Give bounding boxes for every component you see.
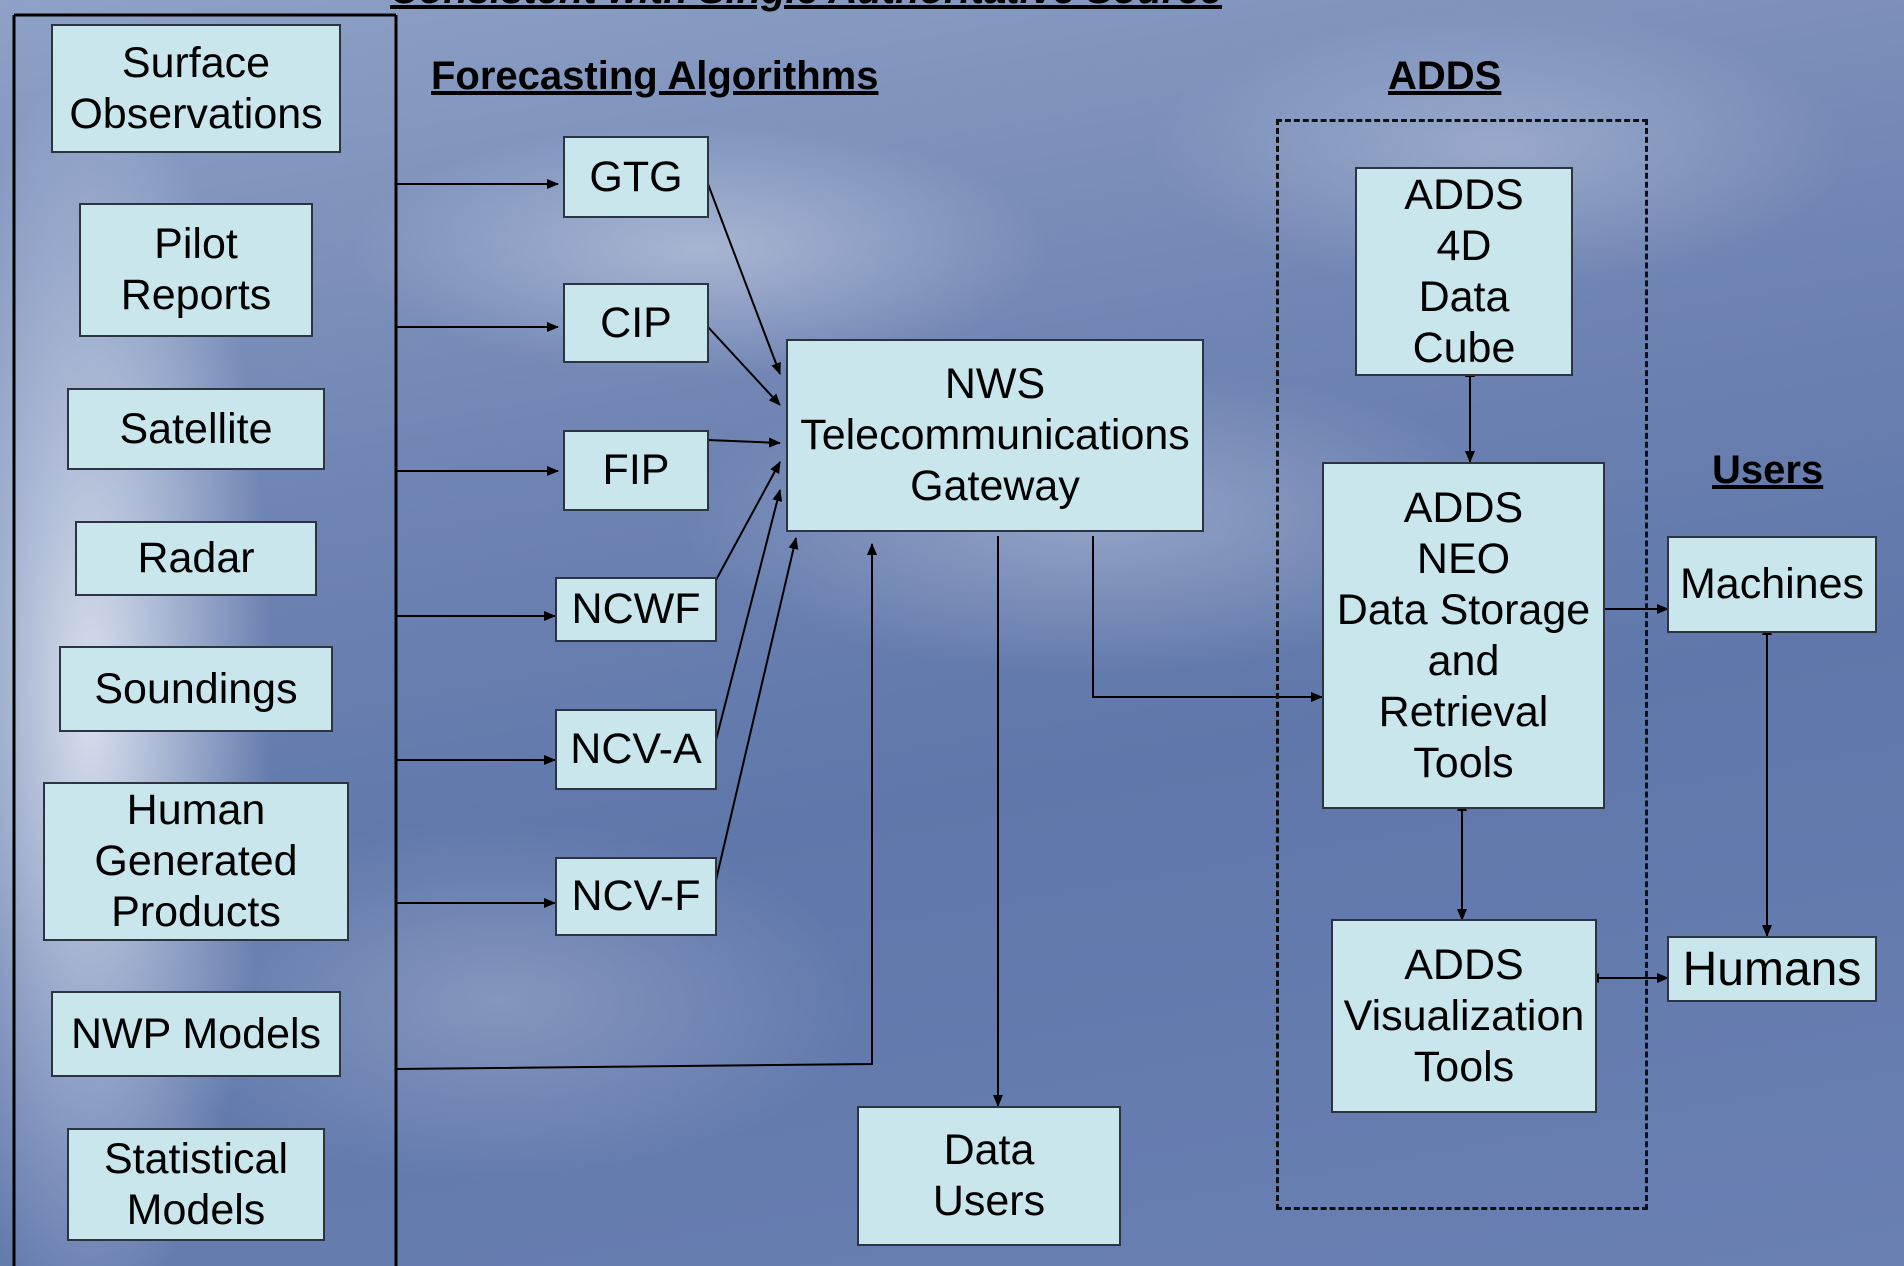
nws-telecommunications-gateway: NWS Telecommunications Gateway [786,339,1204,532]
source-soundings: Soundings [59,646,333,732]
source-satellite: Satellite [67,388,325,470]
data-users: Data Users [857,1106,1121,1246]
users-humans: Humans [1667,936,1877,1002]
algorithm-ncv-f: NCV-F [555,857,717,936]
gtg-to-gateway-arrow [707,183,781,375]
users-machines: Machines [1667,536,1877,633]
source-statistical-models: Statistical Models [67,1128,325,1241]
algorithm-cip: CIP [563,283,709,363]
adds-4d-data-cube: ADDS 4D Data Cube [1355,167,1573,376]
algorithm-fip: FIP [563,430,709,511]
adds-visualization-tools: ADDS Visualization Tools [1331,919,1597,1113]
ncwf-to-gateway-arrow [715,461,781,581]
users-heading: Users [1712,448,1824,492]
diagram-title: Consistent with Single Authoritative Sou… [390,0,1222,13]
ncva-to-gateway-arrow [715,489,783,741]
adds-group-border [1276,119,1648,1210]
forecasting-algorithms-heading: Forecasting Algorithms [431,54,879,98]
algorithm-ncv-a: NCV-A [555,709,717,790]
adds-heading: ADDS [1388,54,1502,98]
adds-neo-data-storage: ADDS NEO Data Storage and Retrieval Tool… [1322,462,1605,809]
gateway-to-neo-arrow [1092,536,1323,702]
source-surface-observations: Surface Observations [51,24,341,153]
cip-to-gateway-arrow [707,326,781,406]
algorithm-gtg: GTG [563,136,709,218]
source-nwp-models: NWP Models [51,991,341,1077]
nwp-to-gateway-arrow [395,543,877,1070]
ncvf-to-gateway-arrow [715,537,799,881]
source-radar: Radar [75,521,317,596]
source-human-generated-products: Human Generated Products [43,782,349,941]
fip-to-gateway-arrow [707,437,781,448]
source-pilot-reports: Pilot Reports [79,203,313,337]
algorithm-ncwf: NCWF [555,577,717,642]
